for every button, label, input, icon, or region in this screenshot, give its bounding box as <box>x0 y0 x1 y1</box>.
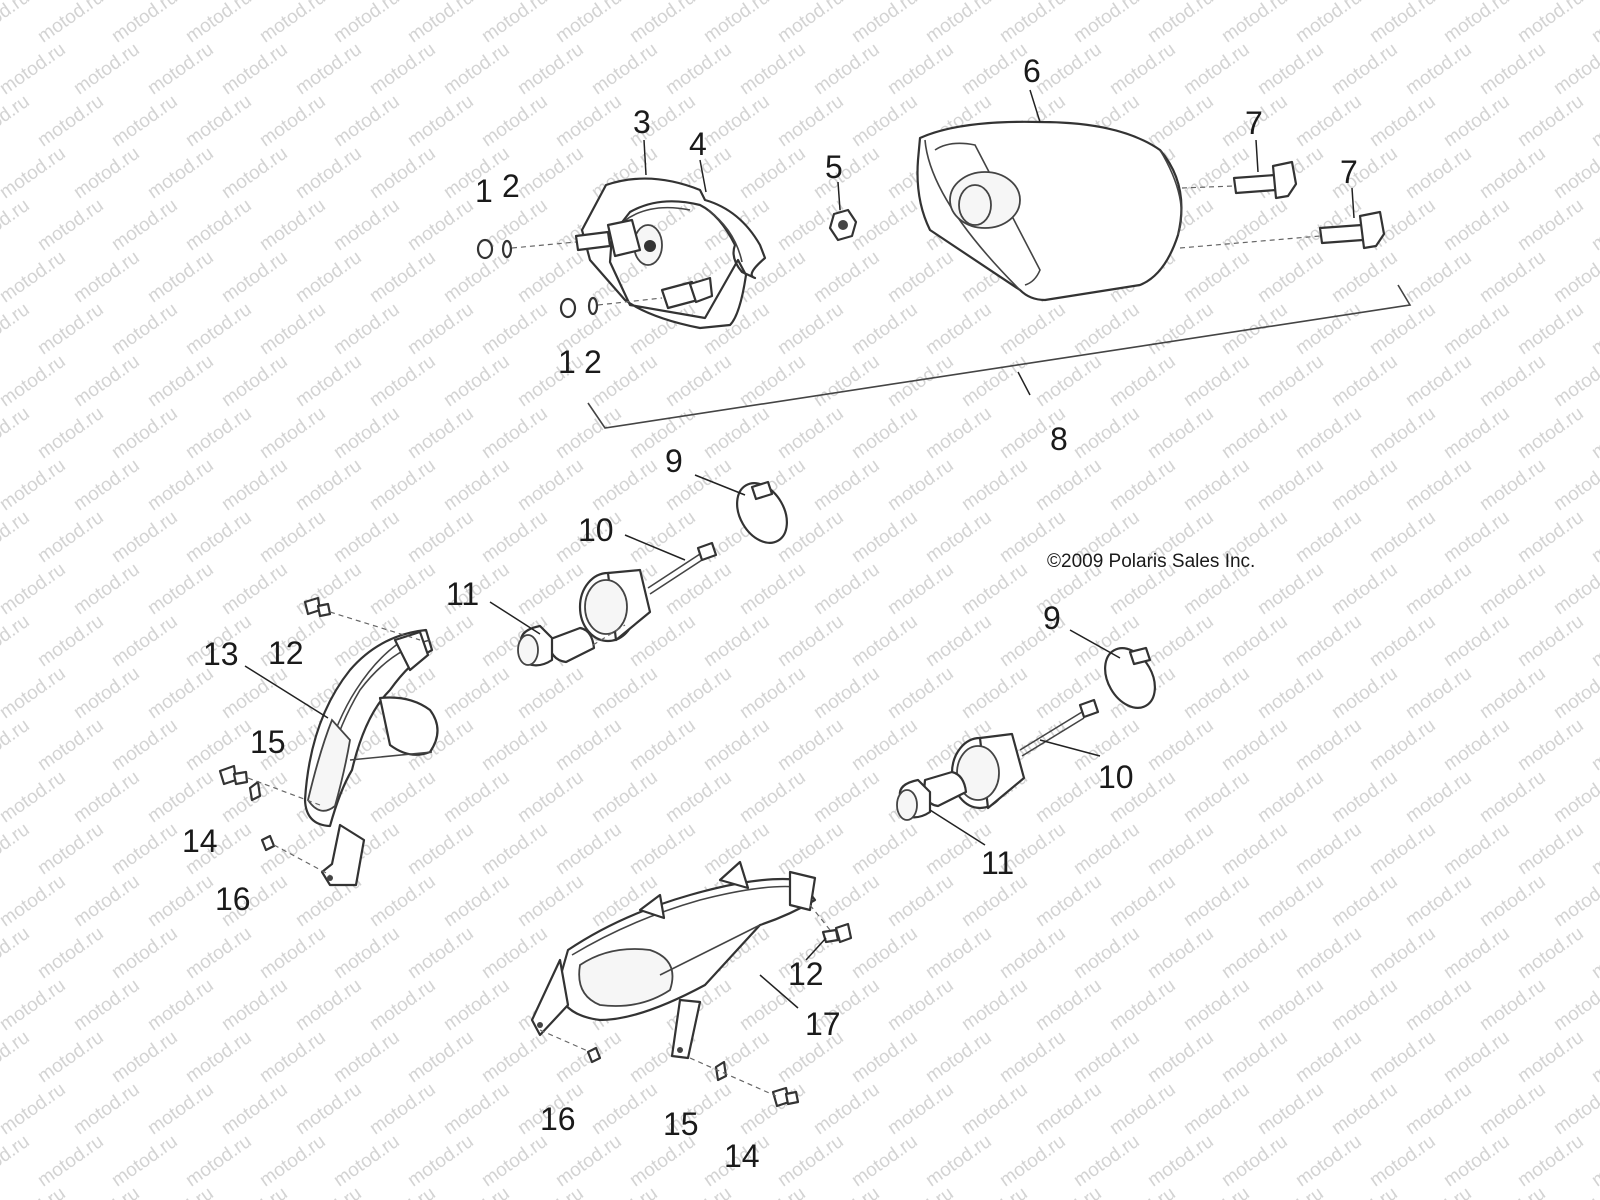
retaining-ring-right <box>1104 646 1156 709</box>
nut-16-right <box>586 1046 602 1064</box>
callout-10-right: 10 <box>1098 759 1134 795</box>
callout-15-right: 15 <box>663 1106 699 1142</box>
washer-lower <box>587 296 599 316</box>
headlight-bezel-right <box>530 860 817 1060</box>
callout-3: 3 <box>633 104 651 140</box>
screw-14-right <box>771 1086 800 1108</box>
callout-11-right: 11 <box>981 845 1014 881</box>
callout-9-right: 9 <box>1043 600 1061 636</box>
callout-2-lower: 2 <box>584 344 602 380</box>
nut-lower <box>559 297 577 319</box>
bolt-upper <box>1232 160 1298 200</box>
callout-14-left: 14 <box>182 823 218 859</box>
callouts: 1 2 1 2 3 4 5 6 7 7 8 9 10 11 9 10 11 13… <box>182 53 1358 1174</box>
callout-7-upper: 7 <box>1245 105 1263 141</box>
callout-8: 8 <box>1050 421 1068 457</box>
callout-5: 5 <box>825 149 843 185</box>
clip-nut <box>828 208 858 242</box>
headlight-housing <box>916 120 1183 302</box>
bulb-right <box>896 770 968 821</box>
washer-upper <box>501 239 513 259</box>
callout-12-right: 12 <box>788 956 824 992</box>
copyright-text: ©2009 Polaris Sales Inc. <box>1047 551 1255 572</box>
bulb-socket-left <box>578 541 718 643</box>
screw-14-left <box>218 764 249 786</box>
assembly-bracket-line <box>587 284 1412 429</box>
callout-14-right: 14 <box>724 1138 760 1174</box>
callout-9-left: 9 <box>665 443 683 479</box>
bulb-socket-right <box>950 698 1100 810</box>
callout-11-left: 11 <box>446 576 479 612</box>
mounting-bracket <box>574 177 767 330</box>
callout-15-left: 15 <box>250 724 286 760</box>
headlight-bezel-left <box>303 628 439 887</box>
callout-6: 6 <box>1023 53 1041 89</box>
retaining-ring-left <box>736 480 788 544</box>
bulb-left <box>517 624 596 667</box>
callout-1-lower: 1 <box>558 344 576 380</box>
callout-2-upper: 2 <box>502 168 520 204</box>
callout-13: 13 <box>203 636 239 672</box>
nut-upper <box>476 238 494 260</box>
callout-1-upper: 1 <box>475 173 493 209</box>
callout-17: 17 <box>805 1006 841 1042</box>
callout-4: 4 <box>689 126 707 162</box>
screw-12-left <box>303 596 332 618</box>
bolt-lower <box>1318 210 1386 250</box>
callout-10-left: 10 <box>578 512 614 548</box>
callout-7-lower: 7 <box>1340 154 1358 190</box>
nut-16-left <box>260 834 276 852</box>
leader-lines <box>244 89 1355 1009</box>
callout-16-right: 16 <box>540 1101 576 1137</box>
callout-16-left: 16 <box>215 881 251 917</box>
callout-12-left: 12 <box>268 635 304 671</box>
clip-15-left <box>248 780 262 802</box>
clip-15-right <box>714 1060 728 1082</box>
